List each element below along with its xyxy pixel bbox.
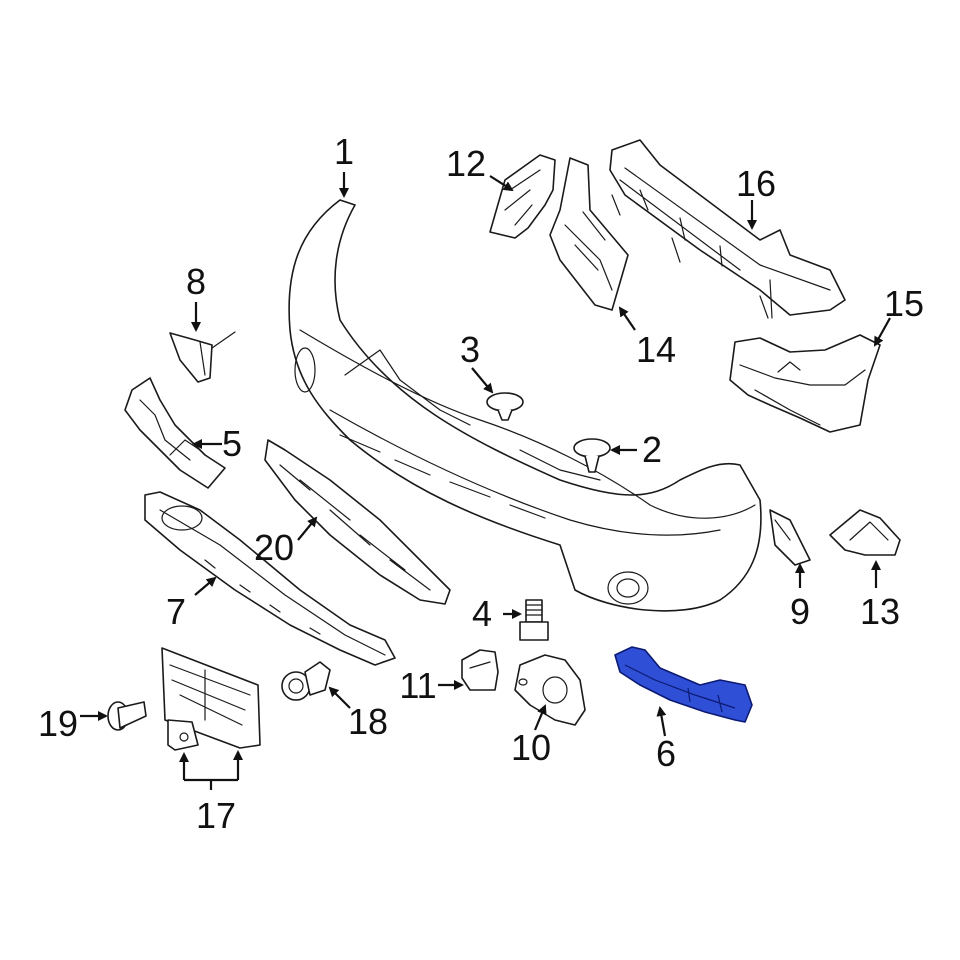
callout-19: 19 — [38, 703, 78, 744]
leader-lines — [80, 172, 891, 790]
bracket-6-highlighted[interactable] — [614, 646, 753, 723]
callout-2: 2 — [642, 429, 662, 470]
clip-2[interactable] — [573, 438, 611, 473]
bracket-13[interactable] — [829, 509, 901, 556]
callout-18: 18 — [348, 701, 388, 742]
callout-13: 13 — [860, 591, 900, 632]
bumper-cover[interactable] — [288, 199, 762, 612]
bolt-4[interactable] — [519, 599, 549, 641]
bracket-9[interactable] — [769, 509, 811, 566]
bracket-14[interactable] — [549, 157, 629, 311]
callout-6: 6 — [656, 733, 676, 774]
callout-4: 4 — [472, 593, 492, 634]
grille-20[interactable] — [264, 439, 451, 605]
clip-17[interactable] — [167, 719, 199, 751]
callout-20: 20 — [254, 527, 294, 568]
clip-3[interactable] — [486, 392, 524, 421]
callout-11: 11 — [399, 665, 436, 706]
callout-3: 3 — [460, 329, 480, 370]
bracket-10[interactable] — [514, 654, 586, 726]
extension-15[interactable] — [729, 334, 881, 433]
callout-17: 17 — [196, 795, 236, 836]
callout-14: 14 — [636, 329, 676, 370]
callout-labels: 1 2 3 4 5 6 7 8 9 10 11 12 13 14 15 16 1… — [38, 131, 924, 836]
callout-12: 12 — [446, 143, 486, 184]
screw-19[interactable] — [107, 701, 147, 731]
reinforcement-beam-16[interactable] — [609, 139, 846, 319]
callout-1: 1 — [334, 131, 354, 172]
callout-5: 5 — [222, 423, 242, 464]
callout-10: 10 — [511, 727, 551, 768]
callout-8: 8 — [186, 261, 206, 302]
bracket-5[interactable] — [124, 377, 226, 489]
absorber-7[interactable] — [144, 491, 396, 666]
sensor-18[interactable] — [281, 661, 331, 701]
callout-16: 16 — [736, 163, 776, 204]
bracket-11[interactable] — [461, 649, 499, 691]
callout-7: 7 — [166, 591, 186, 632]
callout-9: 9 — [790, 591, 810, 632]
callout-15: 15 — [884, 283, 924, 324]
bracket-12[interactable] — [489, 154, 556, 239]
bracket-8[interactable] — [169, 331, 236, 383]
